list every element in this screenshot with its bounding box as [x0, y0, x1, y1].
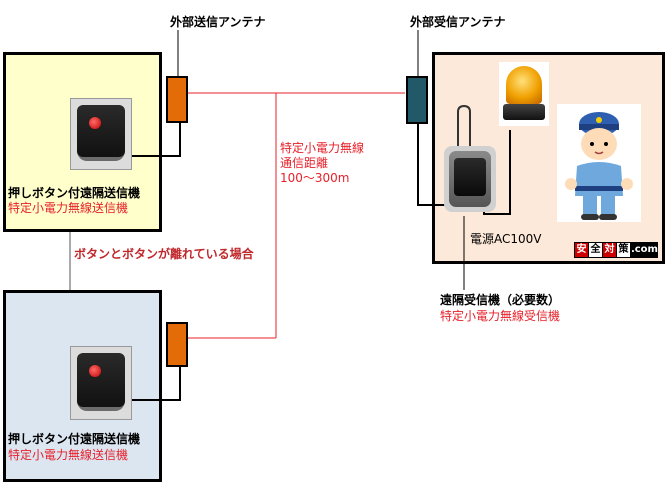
- transmitter-1-subtitle: 特定小電力無線送信機: [8, 201, 129, 215]
- separated-note: ボタンとボタンが離れている場合: [74, 247, 254, 261]
- receiver-title: 遠隔受信機（必要数）: [440, 293, 561, 307]
- rotating-warning-light-icon: [499, 62, 549, 126]
- transmitter-2-title: 押しボタン付遠隔送信機: [8, 432, 141, 446]
- push-button-icon: [89, 117, 101, 129]
- range-line-3: 100～300m: [280, 171, 350, 185]
- range-line-1: 特定小電力無線: [280, 141, 365, 155]
- transmitter-2-device-image: [70, 346, 132, 420]
- rx-antenna: [406, 76, 428, 124]
- push-button-icon: [89, 365, 101, 377]
- receiver-subtitle: 特定小電力無線受信機: [440, 309, 561, 323]
- receiver-device-image: [444, 146, 496, 212]
- power-label: 電源AC100V: [470, 232, 542, 246]
- anzen-taisaku-logo: 安 全 対 策 .com: [574, 242, 658, 258]
- range-line-2: 通信距離: [280, 156, 329, 170]
- transmitter-1-device-image: [70, 98, 132, 170]
- tx-antenna-1: [166, 76, 188, 123]
- transmitter-2-subtitle: 特定小電力無線送信機: [8, 448, 129, 462]
- security-guard-icon: [557, 104, 641, 222]
- tx-antenna-2: [166, 322, 188, 367]
- transmitter-1-title: 押しボタン付遠隔送信機: [8, 186, 141, 200]
- rx-antenna-label: 外部受信アンテナ: [410, 15, 506, 29]
- tx-antenna-label: 外部送信アンテナ: [170, 15, 266, 29]
